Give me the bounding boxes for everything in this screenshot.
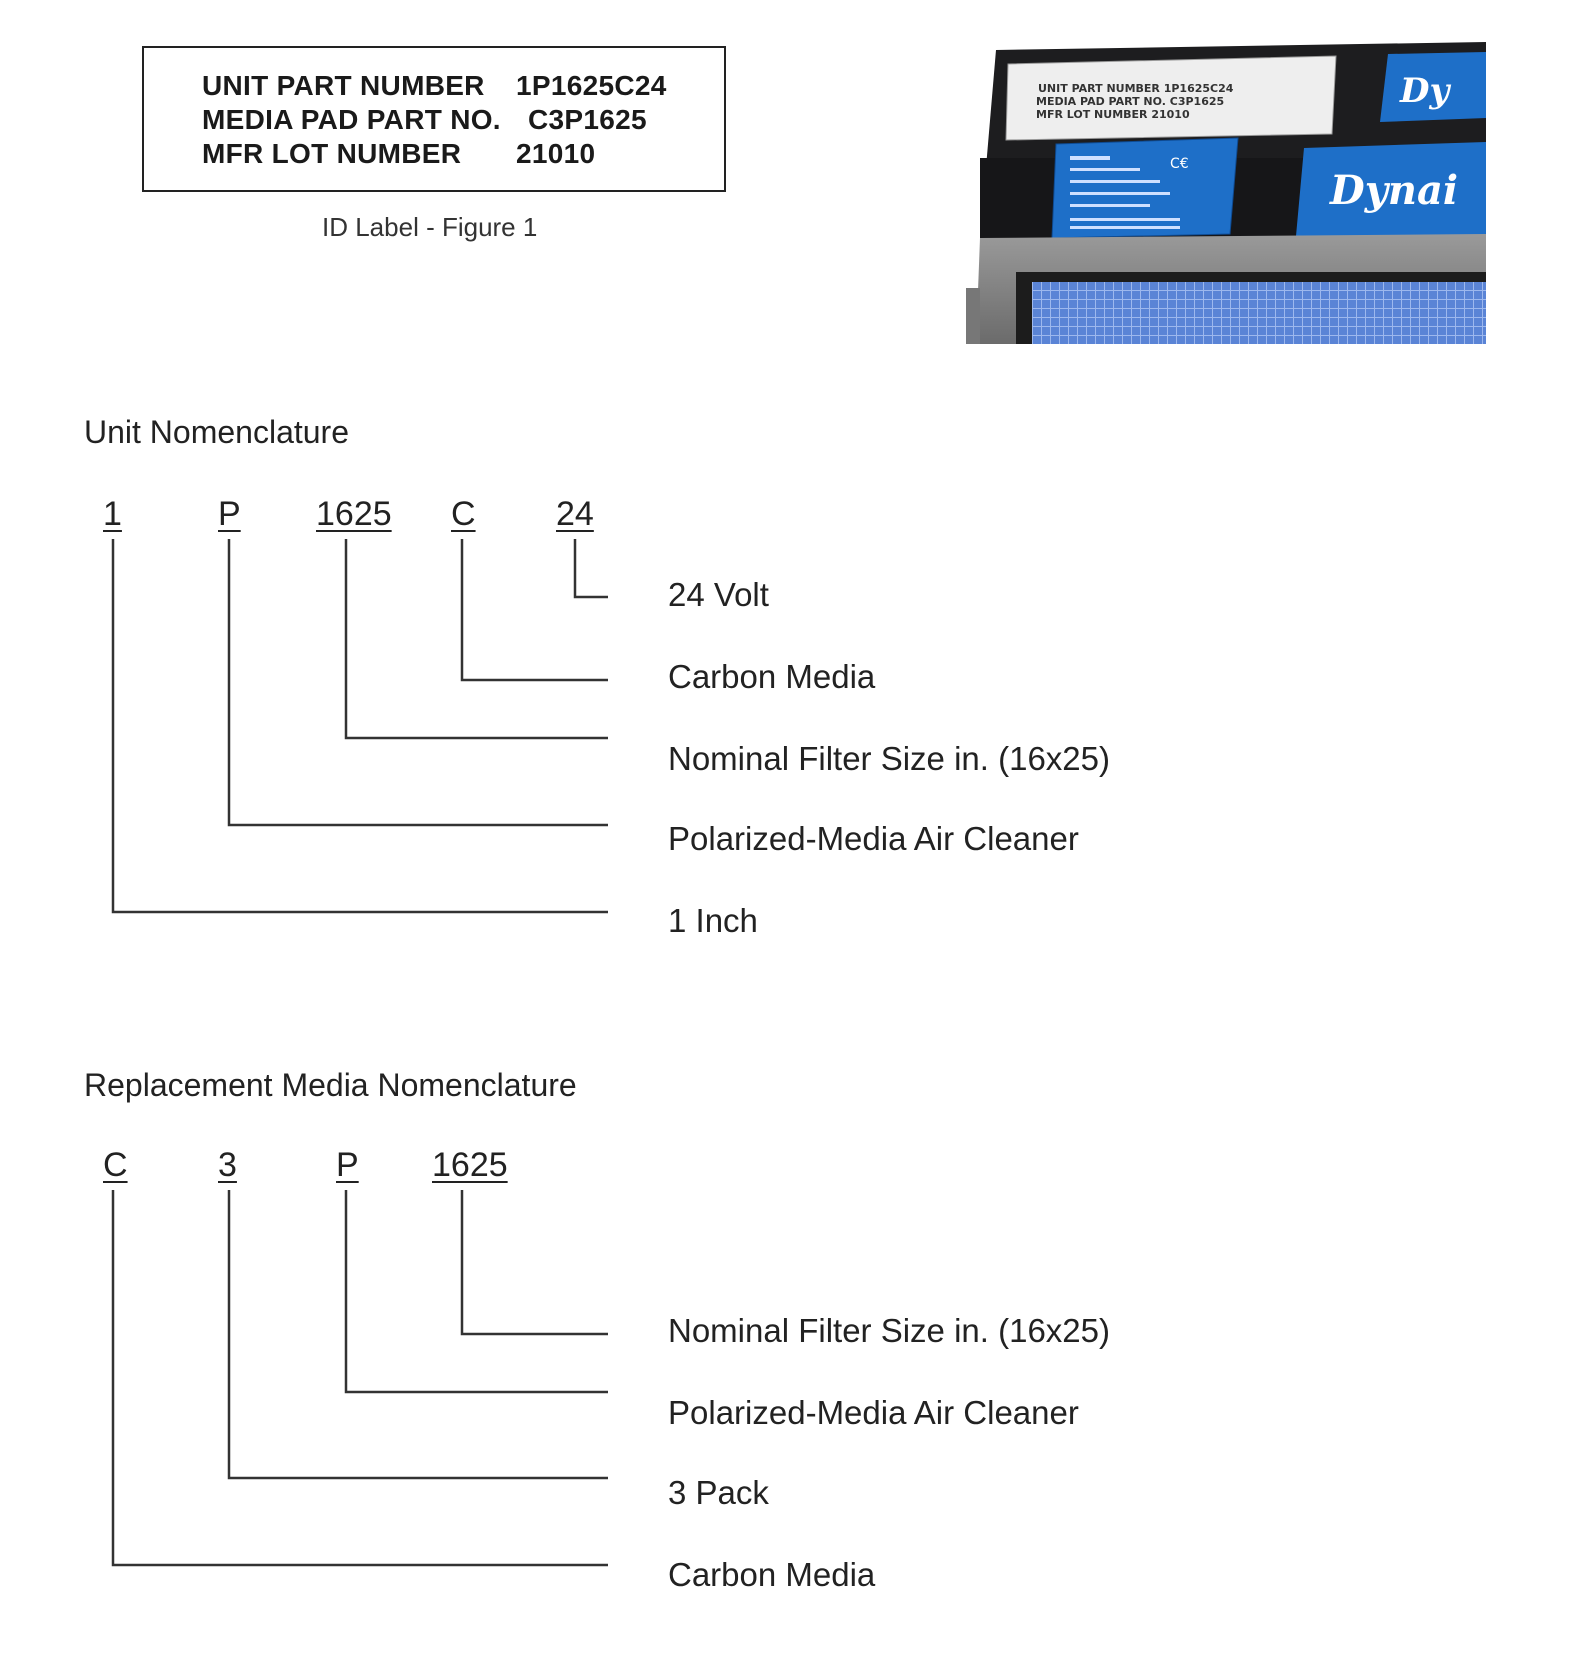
unit-code-p: P	[218, 495, 241, 534]
connector-1-inch	[113, 539, 608, 912]
unit-desc-polarized-media: Polarized-Media Air Cleaner	[668, 820, 1079, 858]
connector-carbon-media	[462, 539, 608, 680]
unit-code-c: C	[451, 495, 476, 534]
unit-desc-1-inch: 1 Inch	[668, 902, 758, 940]
media-desc-3-pack: 3 Pack	[668, 1474, 769, 1512]
unit-code-24: 24	[556, 495, 594, 534]
connector-24-volt	[575, 539, 608, 597]
media-code-p: P	[336, 1146, 359, 1185]
unit-code-1: 1	[103, 495, 122, 534]
media-desc-polarized-media: Polarized-Media Air Cleaner	[668, 1394, 1079, 1432]
connector-polarized-media	[229, 539, 608, 825]
media-code-c: C	[103, 1146, 128, 1185]
unit-desc-carbon-media: Carbon Media	[668, 658, 875, 696]
connector-media-filter-size	[462, 1190, 608, 1334]
media-code-1625: 1625	[432, 1146, 508, 1185]
connector-media-carbon	[113, 1190, 608, 1565]
connector-media-polarized	[346, 1190, 608, 1392]
unit-desc-24-volt: 24 Volt	[668, 576, 769, 614]
media-code-3: 3	[218, 1146, 237, 1185]
connector-filter-size	[346, 539, 608, 738]
media-desc-filter-size: Nominal Filter Size in. (16x25)	[668, 1312, 1110, 1350]
media-nomenclature-title: Replacement Media Nomenclature	[84, 1067, 577, 1104]
unit-nomenclature-title: Unit Nomenclature	[84, 414, 349, 451]
media-desc-carbon-media: Carbon Media	[668, 1556, 875, 1594]
unit-desc-filter-size: Nominal Filter Size in. (16x25)	[668, 740, 1110, 778]
unit-code-1625: 1625	[316, 495, 392, 534]
